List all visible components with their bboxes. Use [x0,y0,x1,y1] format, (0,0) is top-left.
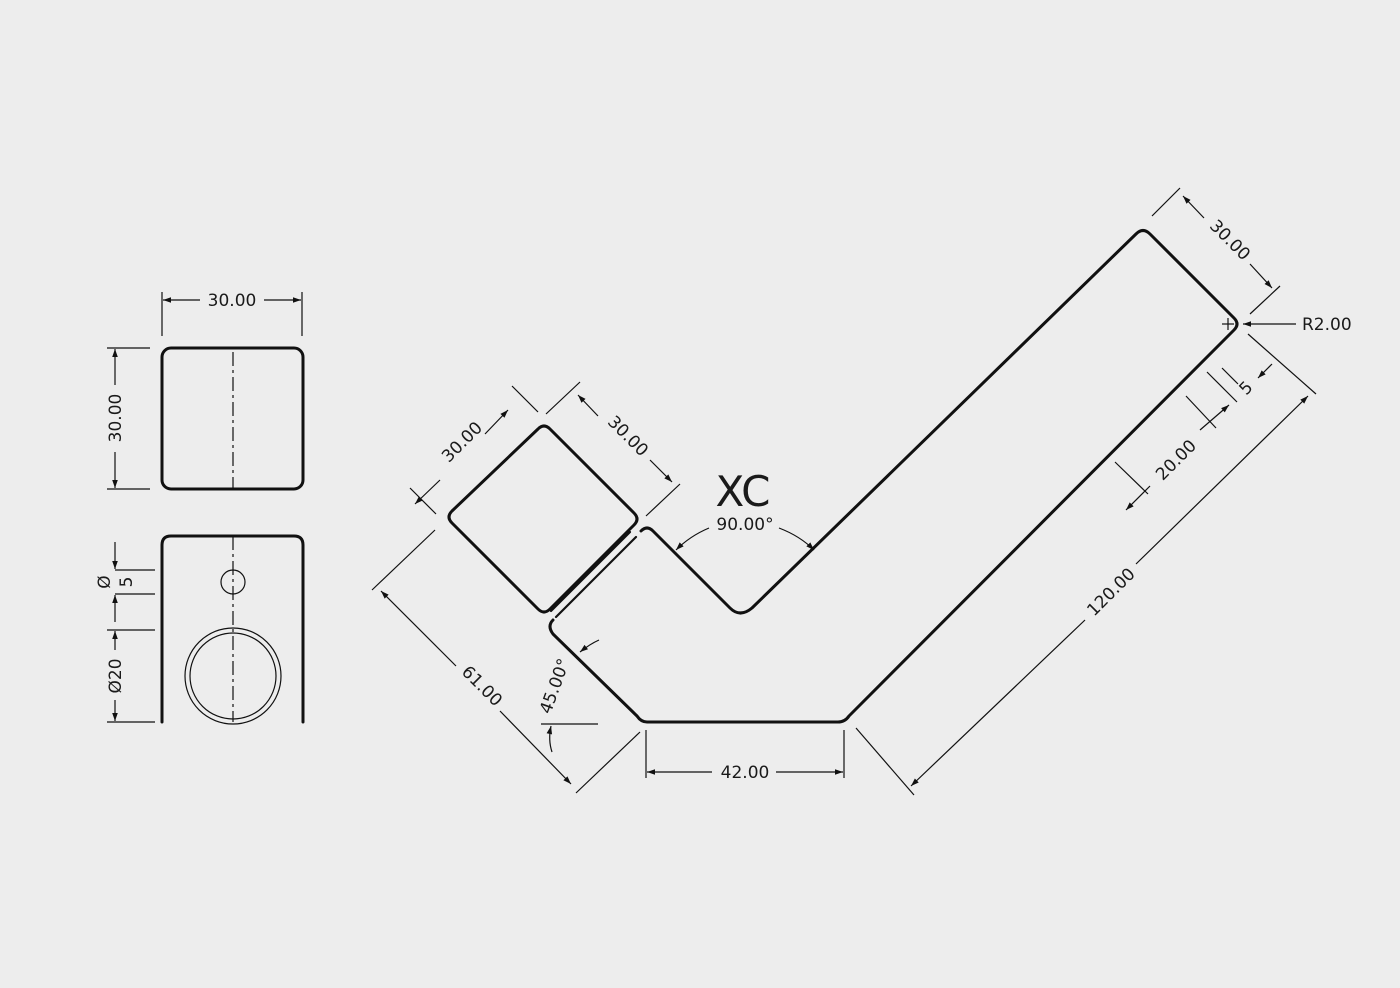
front-view: Ø 5 Ø20 [95,534,305,725]
left-square-tab [447,424,639,614]
slot-offset-dim: 5 [1236,378,1258,400]
long-edge-dim: 120.00 [1083,564,1139,620]
main-body-outline [548,229,1239,724]
arm-end-width-dim: 30.00 [1205,216,1254,265]
bottom-edge-dim: 42.00 [721,763,770,783]
xc-label: XC [715,467,770,516]
slot-length-dim: 20.00 [1152,436,1201,485]
large-hole-inner [189,632,277,720]
bend-angle-dim: 90.00° [716,515,773,535]
left-tab-width-dim: 30.00 [438,418,487,467]
right-tab-width-dim: 30.00 [603,412,652,461]
top-view: 30.00 30.00 [106,291,305,491]
top-view-outline [160,346,305,491]
chamfer-angle-dim: 45.00° [536,656,574,717]
top-view-width-dim: 30.00 [208,291,257,311]
left-edge-dim: 61.00 [457,662,506,711]
flat-pattern-view: XC 90.00° 30.00 30.00 30.00 R2.00 5 [371,187,1352,796]
small-hole-dim-value: 5 [117,577,137,588]
small-hole [220,569,246,595]
small-hole-dim-symbol: Ø [95,575,115,588]
large-hole-outer [184,627,282,725]
radius-dim: R2.00 [1302,315,1352,335]
large-hole-dim: Ø20 [106,658,126,693]
top-view-height-dim: 30.00 [106,394,126,443]
